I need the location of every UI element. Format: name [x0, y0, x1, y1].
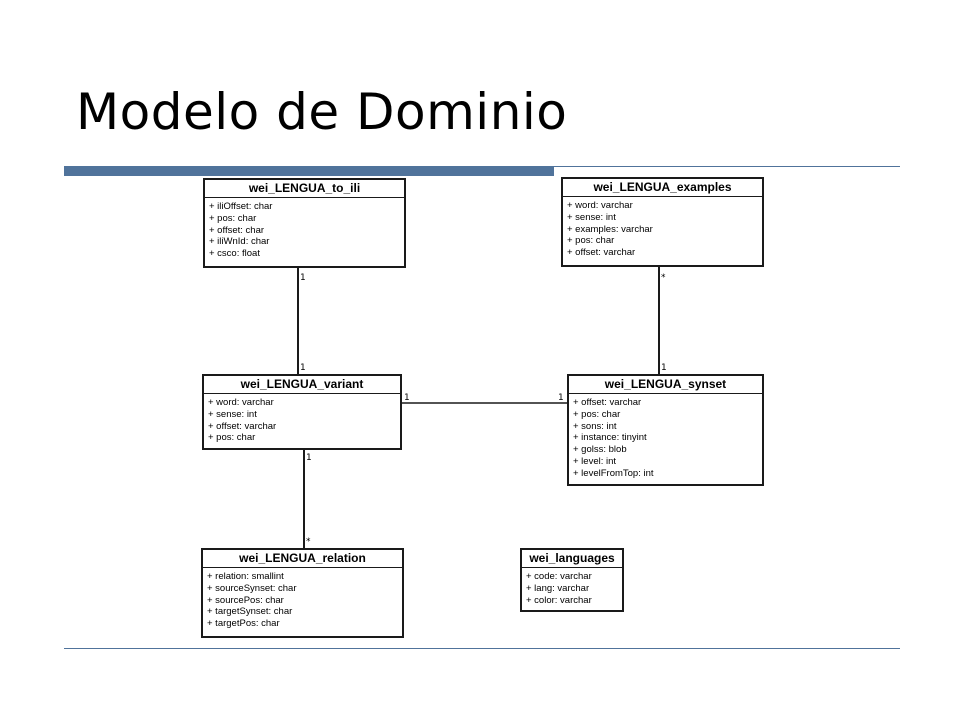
- class-name: wei_languages: [522, 550, 622, 568]
- attribute: + sourceSynset: char: [207, 582, 297, 594]
- footer-divider: [64, 648, 900, 649]
- attribute: + sense: int: [208, 408, 257, 420]
- attribute-list: + word: varchar + sense: int + examples:…: [563, 197, 762, 261]
- attribute: + sourcePos: char: [207, 594, 284, 606]
- attribute: + pos: char: [573, 408, 621, 420]
- attribute: + color: varchar: [526, 594, 592, 606]
- title-accent-line: [554, 166, 900, 167]
- class-box-synset: wei_LENGUA_synset + offset: varchar + po…: [567, 374, 764, 486]
- multiplicity-variant-bottom: 1: [306, 453, 312, 463]
- class-box-variant: wei_LENGUA_variant + word: varchar + sen…: [202, 374, 402, 450]
- attribute: + pos: char: [209, 212, 257, 224]
- attribute: + iliOffset: char: [209, 201, 273, 212]
- attribute: + golss: blob: [573, 444, 627, 456]
- attribute: + offset: varchar: [573, 397, 642, 408]
- class-name: wei_LENGUA_synset: [569, 376, 762, 394]
- attribute-list: + relation: smallint + sourceSynset: cha…: [203, 568, 402, 632]
- class-box-to-ili: wei_LENGUA_to_ili + iliOffset: char + po…: [203, 178, 406, 268]
- multiplicity-variant-top: 1: [300, 363, 306, 373]
- class-name: wei_LENGUA_relation: [203, 550, 402, 568]
- attribute: + targetSynset: char: [207, 606, 293, 618]
- attribute: + csco: float: [209, 248, 260, 260]
- class-box-languages: wei_languages + code: varchar + lang: va…: [520, 548, 624, 612]
- attribute: + lang: varchar: [526, 582, 590, 594]
- class-box-examples: wei_LENGUA_examples + word: varchar + se…: [561, 177, 764, 267]
- slide-title: Modelo de Dominio: [76, 83, 568, 141]
- class-name: wei_LENGUA_to_ili: [205, 180, 404, 198]
- attribute-list: + iliOffset: char + pos: char + offset: …: [205, 198, 404, 262]
- title-accent-bar: [64, 166, 554, 176]
- attribute-list: + word: varchar + sense: int + offset: v…: [204, 394, 400, 446]
- multiplicity-relation: *: [306, 537, 311, 547]
- class-name: wei_LENGUA_examples: [563, 179, 762, 197]
- attribute: + levelFromTop: int: [573, 467, 654, 479]
- attribute: + pos: char: [208, 432, 256, 444]
- attribute: + offset: char: [209, 224, 265, 236]
- attribute: + pos: char: [567, 235, 615, 247]
- attribute-list: + code: varchar + lang: varchar + color:…: [522, 568, 622, 608]
- attribute: + word: varchar: [567, 200, 633, 211]
- multiplicity-variant-right: 1: [404, 393, 410, 403]
- attribute: + sense: int: [567, 211, 616, 223]
- attribute: + offset: varchar: [208, 420, 277, 432]
- attribute: + iliWnId: char: [209, 236, 270, 248]
- multiplicity-synset-top: 1: [661, 363, 667, 373]
- attribute: + word: varchar: [208, 397, 274, 408]
- attribute: + sons: int: [573, 420, 617, 432]
- attribute: + code: varchar: [526, 571, 592, 582]
- attribute: + targetPos: char: [207, 618, 280, 630]
- multiplicity-synset-left: 1: [558, 393, 564, 403]
- class-name: wei_LENGUA_variant: [204, 376, 400, 394]
- class-box-relation: wei_LENGUA_relation + relation: smallint…: [201, 548, 404, 638]
- attribute: + level: int: [573, 455, 617, 467]
- multiplicity-examples: *: [661, 273, 666, 283]
- multiplicity-to-ili: 1: [300, 273, 306, 283]
- attribute: + offset: varchar: [567, 247, 636, 259]
- attribute: + instance: tinyint: [573, 432, 647, 444]
- attribute-list: + offset: varchar + pos: char + sons: in…: [569, 394, 762, 482]
- attribute: + examples: varchar: [567, 223, 653, 235]
- attribute: + relation: smallint: [207, 571, 284, 582]
